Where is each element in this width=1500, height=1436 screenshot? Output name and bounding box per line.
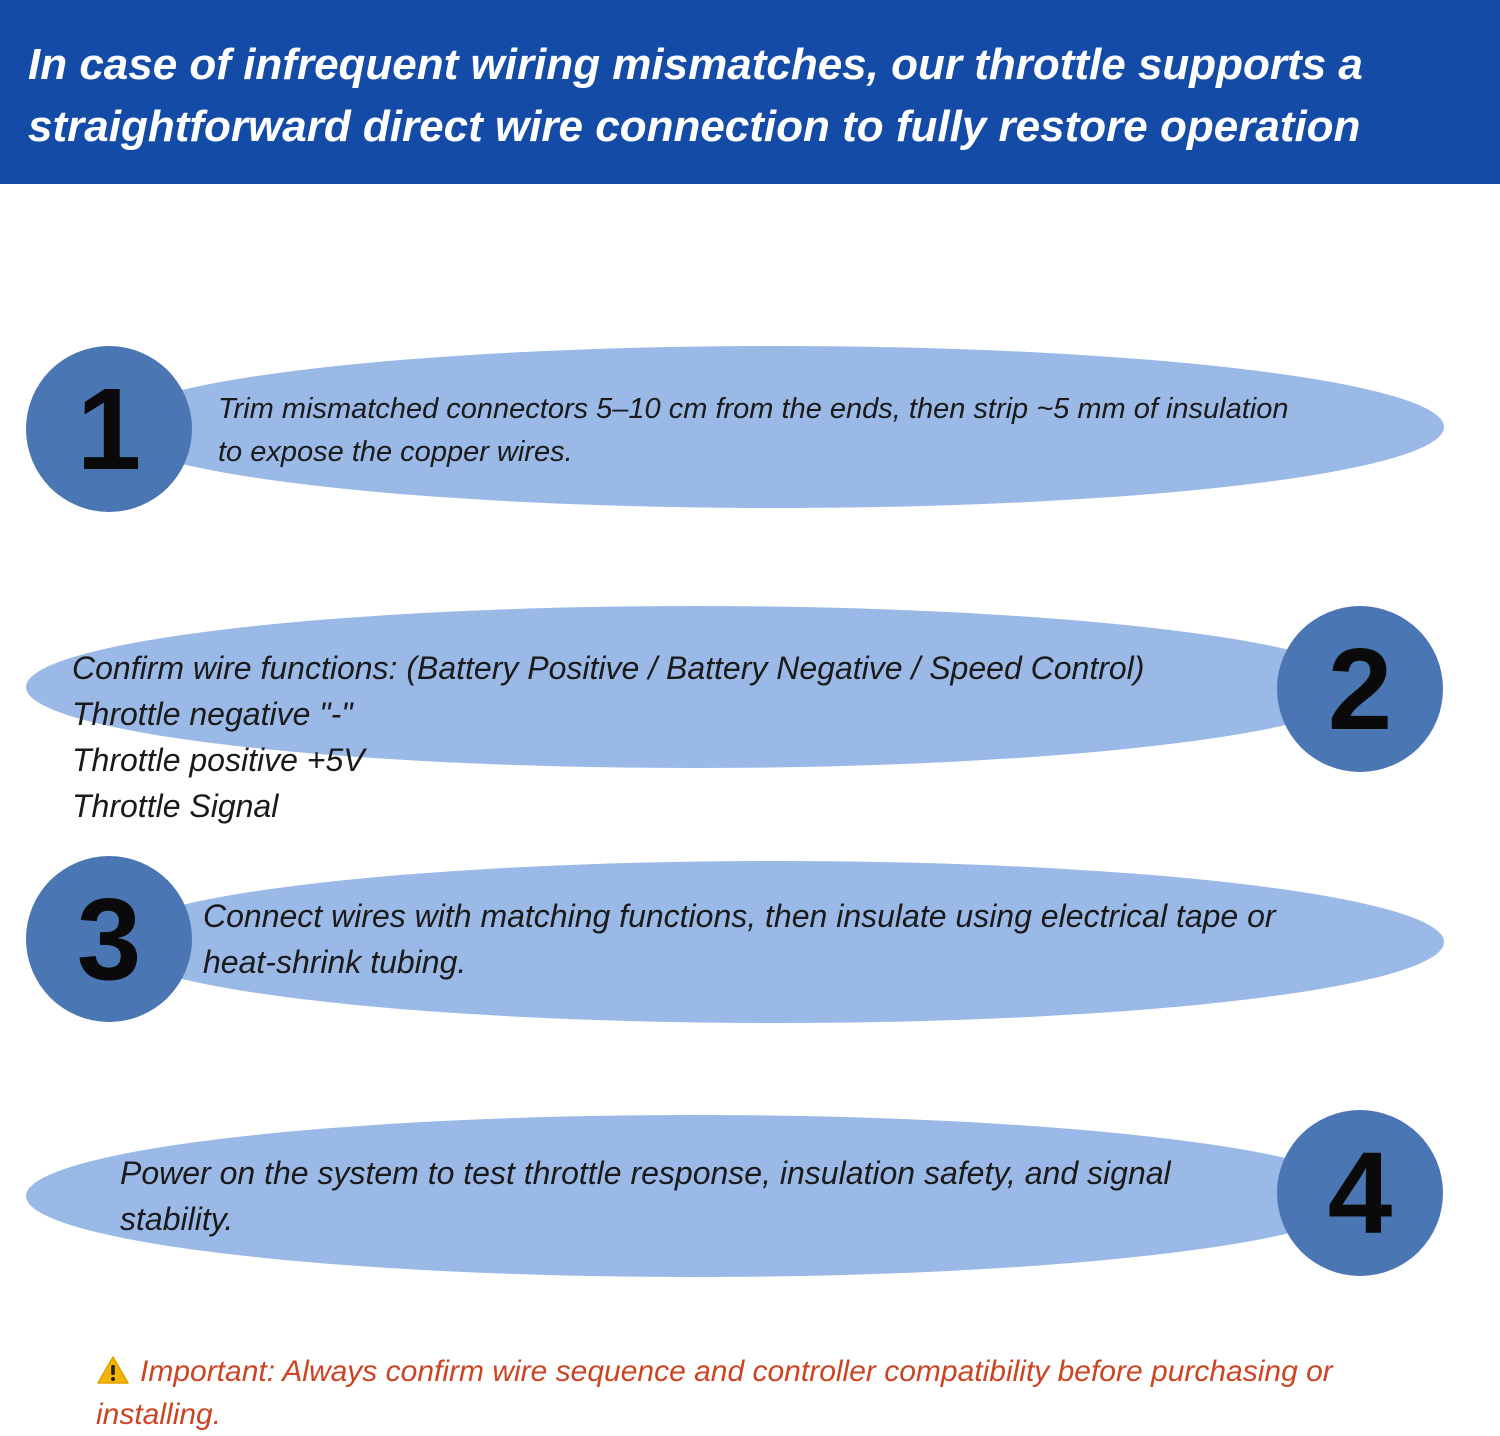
banner-line-1: In case of infrequent wiring mismatches,… — [28, 40, 1363, 89]
step-1-circle: 1 — [26, 346, 192, 512]
warning-triangle-icon — [97, 1356, 129, 1384]
step-3-line-2: heat-shrink tubing. — [203, 944, 467, 980]
warning-line-2: installing. — [96, 1398, 222, 1431]
step-3-line-1: Connect wires with matching functions, t… — [203, 898, 1276, 934]
header-banner: In case of infrequent wiring mismatches,… — [0, 0, 1500, 184]
step-3-circle: 3 — [26, 856, 192, 1022]
step-2-pill — [26, 606, 1364, 768]
step-2-wire-list: Throttle negative "-" Throttle positive +… — [72, 691, 1144, 829]
step-1-text: Trim mismatched connectors 5–10 cm from … — [218, 388, 1289, 474]
step-4-text: Power on the system to test throttle res… — [120, 1150, 1171, 1242]
banner-line-2: straightforward direct wire connection t… — [28, 102, 1361, 151]
step-1-pill — [108, 346, 1444, 508]
wire-signal-label: Throttle Signal — [72, 788, 279, 824]
important-notice: Important: Always confirm wire sequence … — [96, 1350, 1333, 1436]
step-3-pill — [108, 861, 1444, 1023]
step-4-number: 4 — [1327, 1128, 1393, 1258]
warning-line-1: Important: Always confirm wire sequence … — [96, 1350, 1333, 1393]
step-2-circle: 2 — [1277, 606, 1443, 772]
step-2-number: 2 — [1327, 624, 1393, 754]
step-1-line-2: to expose the copper wires. — [218, 436, 573, 468]
wire-positive-label: Throttle positive +5V — [72, 742, 365, 778]
step-1-line-1: Trim mismatched connectors 5–10 cm from … — [218, 393, 1289, 425]
step-2-text: Confirm wire functions: (Battery Positiv… — [72, 645, 1144, 829]
step-2-line-1: Confirm wire functions: (Battery Positiv… — [72, 650, 1145, 686]
step-1-number: 1 — [76, 364, 142, 494]
warning-text-1: Important: Always confirm wire sequence … — [140, 1355, 1333, 1388]
step-4-circle: 4 — [1277, 1110, 1443, 1276]
step-3-text: Connect wires with matching functions, t… — [203, 893, 1276, 985]
step-4-line-1: Power on the system to test throttle res… — [120, 1155, 1171, 1191]
step-3-number: 3 — [76, 874, 142, 1004]
step-4-pill — [26, 1115, 1364, 1277]
wire-negative-label: Throttle negative "-" — [72, 696, 353, 732]
step-4-line-2: stability. — [120, 1201, 234, 1237]
